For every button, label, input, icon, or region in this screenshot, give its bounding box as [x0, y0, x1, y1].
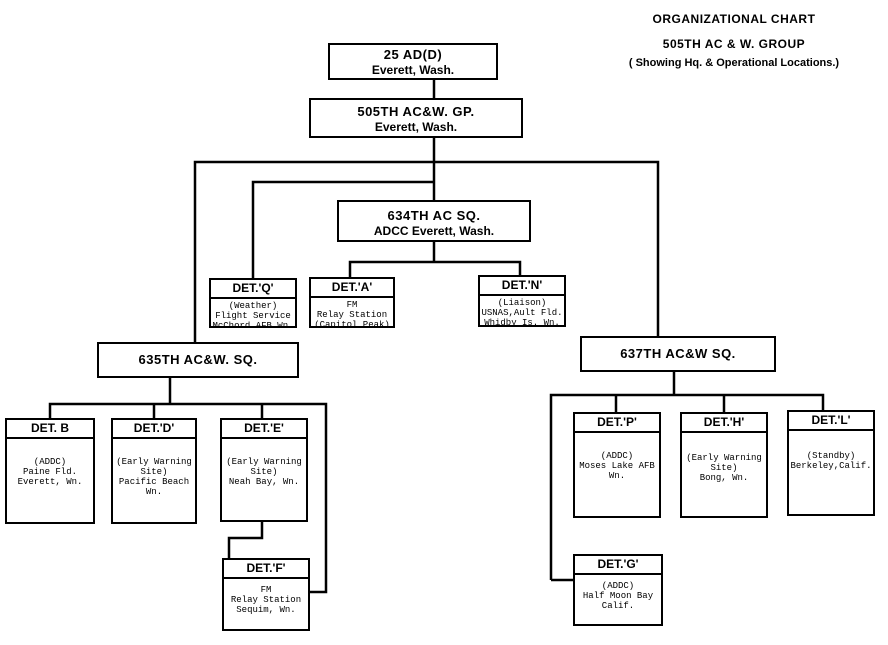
det-name: DET.'A' — [311, 279, 393, 298]
chart-title: ORGANIZATIONAL CHART — [652, 12, 816, 26]
det-details: (Early Warning Site) Neah Bay, Wn. — [226, 457, 302, 487]
det-name: DET.'N' — [480, 277, 564, 296]
unit-name: 635TH AC&W. SQ. — [138, 352, 258, 367]
det-b: DET. B (ADDC) Paine Fld. Everett, Wn. — [5, 418, 95, 524]
unit-637-squadron: 637TH AC&W SQ. — [580, 336, 776, 372]
det-name: DET.'H' — [682, 414, 766, 433]
det-details: (Early Warning Site) Pacific Beach Wn. — [116, 457, 192, 497]
unit-location: Everett, Wash. — [371, 63, 455, 77]
det-name: DET.'D' — [113, 420, 195, 439]
det-name: DET.'Q' — [211, 280, 295, 299]
det-details: FM Relay Station (Capitol Peak) — [314, 300, 390, 328]
det-details: (Liaison) USNAS,Ault Fld. Whidby Is. Wn. — [481, 298, 563, 327]
det-p: DET.'P' (ADDC) Moses Lake AFB Wn. — [573, 412, 661, 518]
det-g: DET.'G' (ADDC) Half Moon Bay Calif. — [573, 554, 663, 626]
det-details: (ADDC) Half Moon Bay Calif. — [582, 581, 654, 611]
unit-location: ADCC Everett, Wash. — [373, 224, 495, 238]
det-a: DET.'A' FM Relay Station (Capitol Peak) — [309, 277, 395, 328]
det-name: DET.'E' — [222, 420, 306, 439]
unit-name: 637TH AC&W SQ. — [620, 346, 736, 361]
det-name: DET.'L' — [789, 412, 873, 431]
det-details: (Weather) Flight Service McChord AFB,Wn. — [212, 301, 294, 328]
det-name: DET.'P' — [575, 414, 659, 433]
unit-name: 505TH AC&W. GP. — [357, 104, 475, 119]
det-q: DET.'Q' (Weather) Flight Service McChord… — [209, 278, 297, 328]
unit-635-squadron: 635TH AC&W. SQ. — [97, 342, 299, 378]
det-n: DET.'N' (Liaison) USNAS,Ault Fld. Whidby… — [478, 275, 566, 327]
det-details: (Early Warning Site) Bong, Wn. — [686, 453, 762, 483]
det-f: DET.'F' FM Relay Station Sequim, Wn. — [222, 558, 310, 631]
det-details: (Standby) Berkeley,Calif. — [790, 451, 872, 471]
chart-subtitle: 505TH AC & W. GROUP — [662, 37, 806, 51]
det-name: DET.'G' — [575, 556, 661, 575]
det-name: DET. B — [7, 420, 93, 439]
det-d: DET.'D' (Early Warning Site) Pacific Bea… — [111, 418, 197, 524]
det-name: DET.'F' — [224, 560, 308, 579]
chart-caption: ( Showing Hq. & Operational Locations.) — [628, 57, 840, 69]
det-l: DET.'L' (Standby) Berkeley,Calif. — [787, 410, 875, 516]
det-h: DET.'H' (Early Warning Site) Bong, Wn. — [680, 412, 768, 518]
unit-25ad: 25 AD(D) Everett, Wash. — [328, 43, 498, 80]
det-e: DET.'E' (Early Warning Site) Neah Bay, W… — [220, 418, 308, 522]
unit-505-group: 505TH AC&W. GP. Everett, Wash. — [309, 98, 523, 138]
unit-name: 634TH AC SQ. — [387, 208, 481, 223]
unit-name: 25 AD(D) — [383, 47, 443, 62]
det-details: (ADDC) Paine Fld. Everett, Wn. — [17, 457, 83, 487]
unit-634-squadron: 634TH AC SQ. ADCC Everett, Wash. — [337, 200, 531, 242]
unit-location: Everett, Wash. — [374, 120, 458, 134]
det-details: (ADDC) Moses Lake AFB Wn. — [579, 451, 655, 481]
det-details: FM Relay Station Sequim, Wn. — [230, 585, 302, 615]
